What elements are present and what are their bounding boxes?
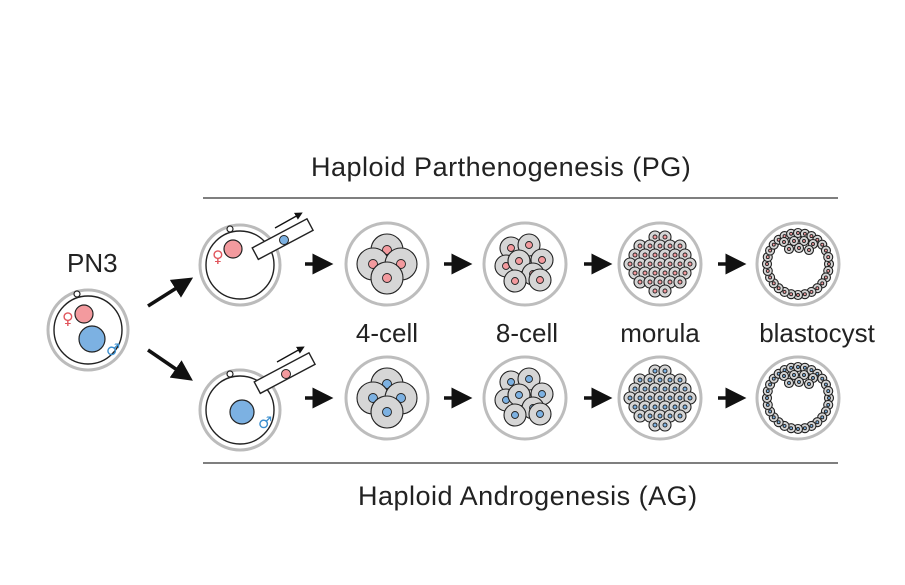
arrow-to-ag (147, 348, 193, 381)
four-cell-embryo (344, 355, 430, 441)
blastomere (370, 395, 404, 429)
blastomere (503, 403, 527, 427)
trophectoderm-cell (823, 386, 834, 397)
female-pronucleus (223, 239, 243, 259)
pipette-direction-arrow (274, 212, 303, 229)
blastomere (528, 402, 552, 426)
removed-female-pronucleus (281, 369, 291, 379)
blastomere (673, 409, 687, 423)
blastomere (658, 418, 672, 432)
inner-cell-mass-cell (783, 377, 795, 389)
blastomere (648, 418, 662, 432)
blastomere (673, 275, 687, 289)
male-symbol: ♂ (258, 413, 272, 432)
ag-embryo-row (344, 355, 841, 441)
inner-cell-mass-cell (783, 243, 795, 255)
eight-cell-embryo (482, 355, 568, 441)
inner-cell-mass-cell (788, 369, 800, 381)
inner-cell-mass-cell (788, 235, 800, 247)
ag-enucleation-egg: ♂ (198, 346, 317, 452)
pg-title: Haploid Parthenogenesis (PG) (311, 152, 692, 182)
stage-label-blastocyst: blastocyst (759, 318, 875, 348)
blastomere (648, 284, 662, 298)
pg-enucleation-egg: ♀ (198, 212, 315, 307)
stage-label-morula: morula (620, 318, 700, 348)
inner-cell-mass-cell (803, 378, 815, 390)
eight-cell-embryo (482, 221, 568, 307)
blastomere (633, 409, 647, 423)
four-cell-embryo (344, 221, 430, 307)
inner-cell-mass-cell (793, 242, 805, 254)
inner-cell-mass-cell (798, 369, 810, 381)
blastocyst-embryo (755, 221, 841, 307)
inner-cell-mass-cell (778, 370, 790, 382)
female-pronucleus (74, 304, 94, 324)
pn3-label: PN3 (67, 248, 118, 278)
morula-embryo (617, 221, 703, 307)
male-pronucleus (78, 325, 106, 353)
stage-label-4-cell: 4-cell (355, 318, 419, 348)
blastomere (370, 261, 404, 295)
blastomere (503, 269, 527, 293)
pn3-zygote: ♀ ♂ (46, 288, 130, 372)
pipette-direction-arrow (276, 346, 305, 363)
male-symbol: ♂ (106, 340, 120, 359)
inner-cell-mass-cell (803, 244, 815, 256)
blastomere (528, 268, 552, 292)
blastomere (658, 284, 672, 298)
arrow-to-pg (147, 277, 194, 308)
morula-embryo (617, 355, 703, 441)
removed-male-pronucleus (279, 235, 289, 245)
inner-cell-mass-cell (793, 376, 805, 388)
pg-embryo-row (344, 221, 841, 307)
trophectoderm-cell (823, 252, 834, 263)
inner-cell-mass-cell (798, 235, 810, 247)
blastocyst-embryo (755, 355, 841, 441)
inner-cell-mass-cell (778, 236, 790, 248)
stage-label-8-cell: 8-cell (495, 318, 559, 348)
male-pronucleus (229, 399, 255, 425)
female-symbol: ♀ (212, 247, 224, 266)
trophectoderm-cell (762, 265, 773, 276)
female-symbol: ♀ (62, 309, 74, 328)
ag-title: Haploid Androgenesis (AG) (358, 481, 698, 511)
